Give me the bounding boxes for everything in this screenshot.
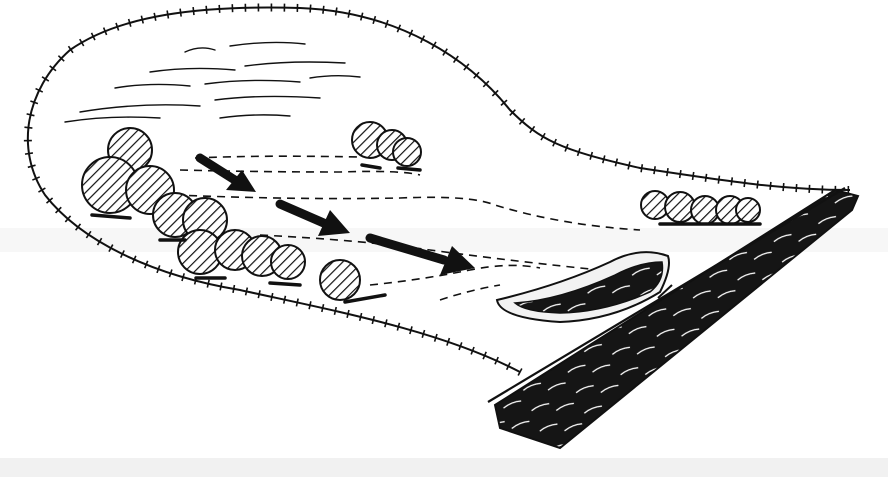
fence-barb bbox=[770, 182, 771, 190]
fence-barb bbox=[309, 301, 311, 309]
shrub bbox=[271, 245, 305, 279]
fence-barb bbox=[154, 13, 156, 21]
fence-barb bbox=[422, 330, 424, 338]
fence-barb bbox=[24, 127, 32, 128]
fence-barb bbox=[372, 316, 374, 324]
flow-path-3 bbox=[175, 195, 640, 230]
fence-barb bbox=[258, 290, 260, 298]
fence-barb bbox=[590, 152, 592, 160]
fence-barb bbox=[207, 280, 209, 288]
fence-barb bbox=[654, 166, 655, 174]
fence-barb bbox=[27, 114, 35, 116]
fence-barb bbox=[641, 164, 642, 172]
fence-barb bbox=[680, 170, 681, 178]
fence-barb bbox=[628, 162, 630, 170]
fence-barb bbox=[220, 283, 222, 291]
shrub bbox=[691, 196, 719, 224]
fence-barb bbox=[167, 11, 168, 19]
fence-barb bbox=[336, 8, 337, 16]
fence-barb bbox=[397, 323, 399, 331]
shrub bbox=[320, 260, 360, 300]
fence-barb bbox=[129, 19, 131, 27]
shrub-cluster-right bbox=[641, 191, 760, 224]
shrub-cluster-left bbox=[82, 128, 305, 279]
fence-barb bbox=[757, 181, 758, 189]
fence-barb bbox=[410, 326, 412, 334]
flow-arrow-1 bbox=[200, 158, 256, 192]
fence-barb bbox=[667, 168, 668, 176]
fence-barb bbox=[246, 288, 248, 296]
fence-barb bbox=[28, 165, 36, 167]
fence-barb bbox=[180, 9, 181, 17]
fence-barb bbox=[348, 10, 350, 18]
boat-interior bbox=[515, 262, 663, 313]
flow-path-1 bbox=[195, 156, 360, 158]
fence-barb bbox=[206, 6, 207, 14]
fence-barb bbox=[615, 159, 617, 167]
fence-barb bbox=[603, 155, 605, 163]
shrub-single bbox=[320, 260, 360, 300]
fence-barb bbox=[233, 285, 234, 293]
fence-barb bbox=[296, 299, 298, 307]
fence-barb bbox=[322, 304, 324, 312]
fence-barb bbox=[193, 7, 194, 15]
fence-barb bbox=[385, 319, 387, 327]
fence-barb bbox=[783, 183, 784, 191]
fence-barb bbox=[796, 184, 797, 192]
sky-sketch-lines bbox=[65, 42, 360, 122]
shrub bbox=[393, 138, 421, 166]
fence-barb bbox=[731, 177, 732, 185]
flow-arrow-2 bbox=[280, 204, 350, 236]
shrub bbox=[736, 198, 760, 222]
fence-barb bbox=[271, 293, 273, 301]
fence-barb bbox=[718, 176, 719, 184]
fence-barb bbox=[25, 153, 33, 154]
shrub-cluster-top bbox=[352, 122, 421, 166]
fence-barb bbox=[361, 13, 363, 21]
fence-barb bbox=[284, 296, 286, 304]
fence-barb bbox=[323, 6, 324, 14]
fence-barb bbox=[347, 310, 349, 318]
flow-path-6 bbox=[440, 285, 500, 300]
fence-barb bbox=[705, 174, 706, 182]
fence-barb bbox=[360, 313, 362, 321]
fence-barb bbox=[744, 179, 745, 187]
fence-barb bbox=[310, 5, 311, 13]
fence-barb bbox=[334, 307, 336, 315]
fence-barb bbox=[182, 273, 184, 281]
fence-barb bbox=[693, 172, 694, 180]
fence-barb bbox=[373, 16, 375, 24]
flow-arrow-3 bbox=[370, 238, 475, 275]
fence-barb bbox=[141, 16, 143, 24]
